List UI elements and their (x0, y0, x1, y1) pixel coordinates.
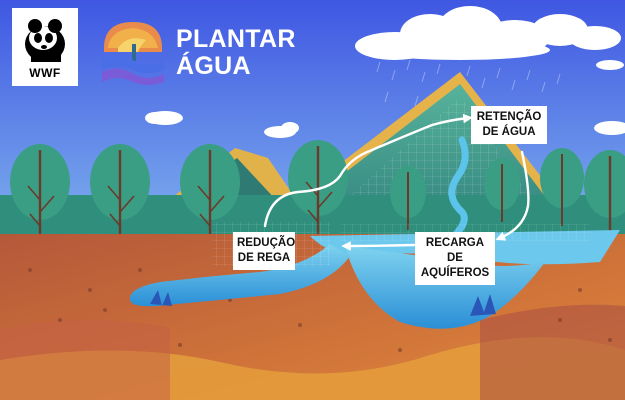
tree-icon (10, 140, 625, 266)
cloud-small-icon (145, 60, 625, 138)
plant-water-logo-icon (102, 22, 164, 85)
wwf-logo-text: WWF (29, 66, 61, 80)
aquifer (345, 246, 545, 329)
label-recarga-line1: RECARGA DE (425, 237, 485, 264)
panda-icon (25, 19, 65, 62)
label-reducao-de-rega: REDUÇÃO DE REGA (233, 232, 295, 270)
brand-title-line1: PLANTAR (176, 25, 296, 53)
label-reducao-line2: DE REGA (237, 252, 291, 264)
label-retencao-de-agua: RETENÇÃO DE ÁGUA (471, 106, 547, 144)
brand-title-line2: ÁGUA (176, 52, 251, 80)
label-reducao-line1: REDUÇÃO (237, 237, 296, 249)
underground-channel (129, 244, 350, 307)
wwf-logo: WWF (12, 8, 78, 86)
label-recarga-line2: AQUÍFEROS (420, 267, 490, 279)
label-retencao-line1: RETENÇÃO (476, 111, 542, 123)
cycle-arrow-icon (263, 113, 530, 251)
label-recarga-de-aquiferos: RECARGA DE AQUÍFEROS (415, 232, 495, 285)
label-retencao-line2: DE ÁGUA (482, 126, 536, 138)
cloud-icon (355, 6, 621, 60)
